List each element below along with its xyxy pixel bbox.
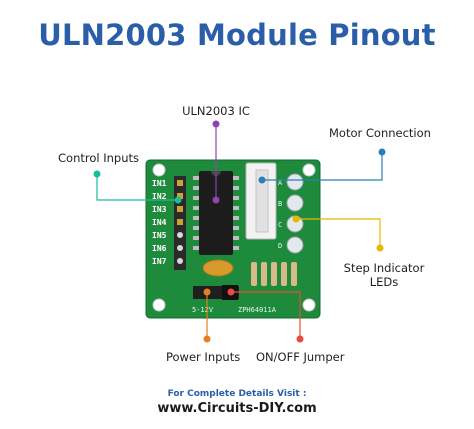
uln2003-ic: [199, 171, 233, 255]
motor-connection-label: Motor Connection: [329, 126, 431, 140]
power-inputs-label: Power Inputs: [166, 350, 241, 364]
step-leds: [286, 173, 304, 254]
jumper-marker-dot: [296, 335, 304, 343]
input-pads: [177, 232, 183, 264]
footer-visit-text: For Complete Details Visit :: [167, 389, 307, 399]
step-leds-label-line2: LEDs: [369, 275, 399, 289]
power-anchor-dot: [203, 288, 211, 296]
pin-label: IN4: [152, 218, 167, 227]
ic-anchor-dot: [212, 196, 220, 204]
pin-label: IN7: [152, 257, 167, 266]
input-pins: [177, 180, 183, 225]
motor-anchor-dot: [258, 176, 266, 184]
motor-connector-slot: [255, 169, 269, 233]
motor-callout-line: [262, 152, 383, 181]
jumper-label: ON/OFF Jumper: [256, 350, 345, 364]
ic-legs: [193, 176, 239, 250]
control-marker-dot: [93, 170, 101, 178]
step-leds-label-line1: Step Indicator: [343, 261, 425, 275]
led-letters: A B C D: [278, 179, 283, 250]
mount-hole-tr: [302, 163, 316, 177]
power-silk: 5-12V: [192, 306, 214, 314]
control-inputs-label: Control Inputs: [58, 151, 139, 165]
led-callout-line: [296, 218, 381, 248]
led-letter: D: [278, 242, 282, 250]
pin-labels: IN1 IN2 IN3 IN4 IN5 IN6 IN7: [152, 179, 167, 266]
led-letter: A: [278, 179, 283, 187]
pin-label: IN2: [152, 192, 167, 201]
pin-label: IN6: [152, 244, 167, 253]
mount-hole-br: [302, 298, 316, 312]
control-callout-line: [96, 174, 178, 201]
footer-url[interactable]: www.Circuits-DIY.com: [157, 401, 317, 416]
jumper-callout-line: [231, 291, 301, 339]
ic-marker-dot: [212, 120, 220, 128]
motor-marker-dot: [378, 148, 386, 156]
led-marker-dot: [376, 244, 384, 252]
part-silk: ZPH64011A: [238, 306, 277, 314]
resistors: [251, 262, 297, 286]
uln-ic-label: ULN2003 IC: [182, 104, 250, 118]
page-title: ULN2003 Module Pinout: [38, 18, 436, 52]
led-anchor-dot: [292, 215, 300, 223]
mount-hole-tl: [152, 163, 166, 177]
capacitor: [202, 259, 234, 277]
jumper-anchor-dot: [227, 288, 235, 296]
pin-label: IN1: [152, 179, 167, 188]
led-letter: B: [278, 200, 282, 208]
pin-label: IN3: [152, 205, 167, 214]
pin-label: IN5: [152, 231, 167, 240]
control-anchor-dot: [174, 196, 182, 204]
led-letter: C: [278, 221, 282, 229]
power-marker-dot: [203, 335, 211, 343]
mount-hole-bl: [152, 298, 166, 312]
